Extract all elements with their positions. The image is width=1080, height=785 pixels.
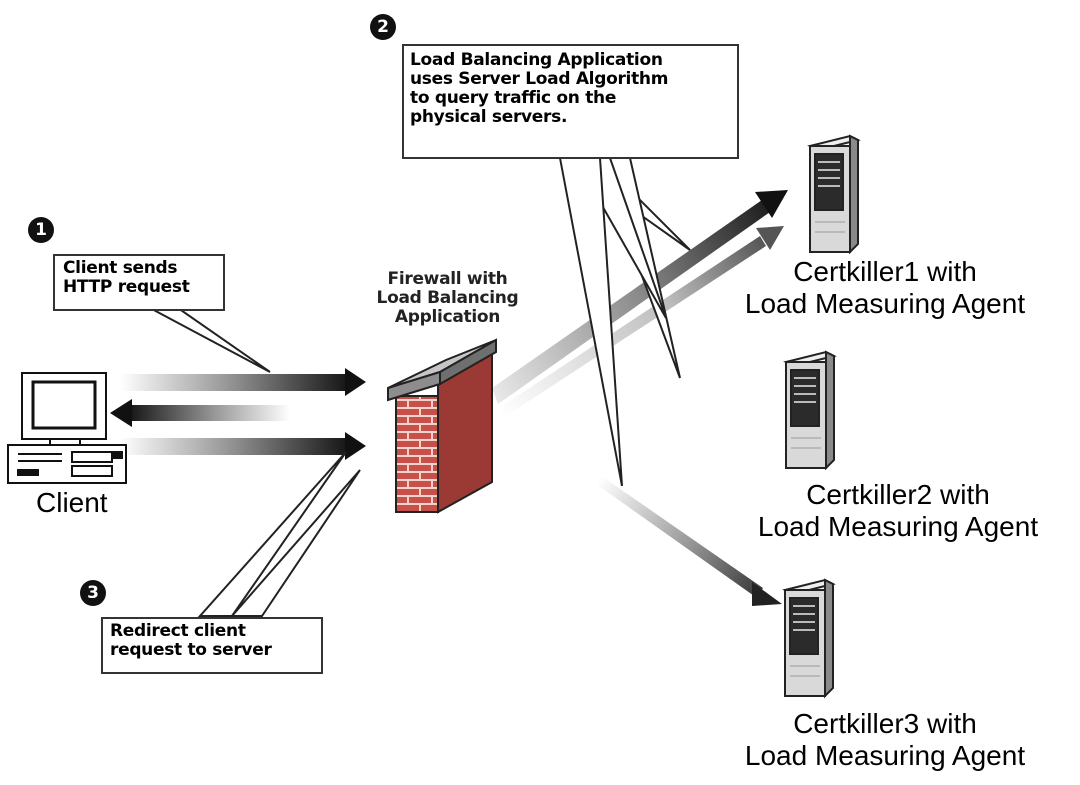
beam-secondary: [496, 236, 766, 420]
callout-1-box: [53, 254, 225, 311]
callout-1-line-2: HTTP request: [63, 277, 190, 298]
server-label-1: Certkiller1 with Load Measuring Agent: [710, 256, 1060, 320]
callout-1-line-1: Client sends: [63, 258, 178, 278]
client-label: Client: [36, 487, 108, 518]
firewall-icon: [387, 338, 497, 514]
callout-3-pointer-b: [229, 469, 361, 617]
server-icon-3: [782, 578, 836, 699]
callout-pointers: [149, 157, 691, 617]
redirect-arrow: [120, 432, 366, 460]
server-label-2: Certkiller2 with Load Measuring Agent: [723, 479, 1073, 543]
server-traffic-beams: [492, 190, 788, 606]
beam-secondary-arrowhead: [756, 226, 784, 250]
callout-3-text: Redirect client request to server: [110, 621, 272, 661]
callout-3-line-1: Redirect client: [110, 621, 246, 641]
computer-icon: [7, 372, 127, 484]
step-badge-1: 1: [28, 217, 54, 243]
server-3-agent: Load Measuring Agent: [744, 740, 1026, 772]
server-2-with: with: [940, 479, 990, 510]
server-1-name: Certkiller1: [793, 256, 920, 287]
callout-3-box: [101, 617, 323, 674]
step-badge-3: 3: [80, 580, 106, 606]
beam-to-certkiller3-arrowhead: [752, 582, 782, 606]
server-3-with: with: [927, 708, 977, 739]
server-label-3: Certkiller3 with Load Measuring Agent: [710, 708, 1060, 772]
beam-to-certkiller1-arrowhead: [755, 190, 788, 218]
monitor-screen: [31, 380, 97, 430]
computer-case: [7, 444, 127, 484]
callout-2-line-1: Load Balancing Application: [410, 50, 663, 70]
server-1-agent: Load Measuring Agent: [744, 288, 1026, 320]
step-badge-2: 2: [370, 14, 396, 40]
firewall-front: [395, 395, 439, 513]
server-icon-2: [783, 350, 837, 471]
response-arrow: [110, 399, 290, 427]
client-traffic-arrows: [110, 368, 366, 460]
firewall-label: Firewall with Load Balancing Application: [365, 269, 530, 328]
callout-2-text: Load Balancing Application uses Server L…: [410, 50, 669, 128]
server-2-agent: Load Measuring Agent: [757, 511, 1039, 543]
callout-boxes: [53, 44, 739, 674]
callout-3-line-2: request to server: [110, 640, 272, 661]
firewall-label-line-3: Application: [394, 307, 501, 328]
callout-2-line-3: to query traffic on the: [410, 88, 617, 109]
callout-2-line-4: physical servers.: [410, 107, 568, 128]
beam-to-certkiller1: [492, 200, 770, 404]
callout-2-line-2: uses Server Load Algorithm: [410, 69, 669, 90]
firewall-label-line-1: Firewall with: [387, 269, 508, 289]
request-arrow: [120, 368, 366, 396]
server-1-with: with: [927, 256, 977, 287]
callout-1-pointer: [149, 307, 271, 373]
firewall-label-line-2: Load Balancing: [376, 288, 519, 309]
firewall-cap-side: [439, 338, 497, 386]
callout-2-box: [402, 44, 739, 159]
server-2-name: Certkiller2: [806, 479, 933, 510]
beam-to-certkiller3: [596, 475, 763, 598]
callout-3-pointer-a: [197, 451, 347, 617]
server-3-name: Certkiller3: [793, 708, 920, 739]
callout-1-text: Client sends HTTP request: [63, 258, 190, 298]
server-icon-1: [807, 134, 861, 255]
